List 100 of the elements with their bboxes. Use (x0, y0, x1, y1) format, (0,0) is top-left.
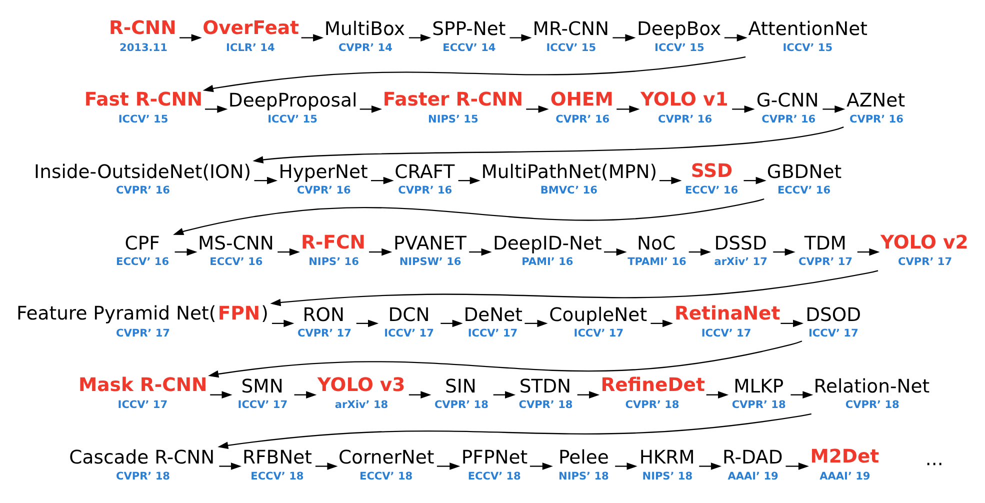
arrow (724, 34, 747, 41)
node-text: MS-CNN (197, 232, 274, 254)
node-label: ECCV’ 16 (684, 184, 738, 196)
node-text: Inside-OutsideNet(ION) (34, 162, 251, 183)
node-text: CoupleNet (548, 304, 647, 326)
node-text: GBDNet (766, 162, 842, 183)
node-label: CVPR’ 16 (116, 184, 170, 196)
node-text: DeNet (463, 304, 522, 326)
arrow (217, 412, 811, 449)
arrow (436, 462, 460, 470)
node-text: DCN (388, 304, 430, 326)
arrow (204, 104, 228, 112)
node-label: arXiv’ 18 (334, 398, 388, 410)
label: ··· (924, 454, 943, 476)
node-label: NIPS’ 18 (558, 470, 608, 482)
node-text: SPP-Net (432, 18, 506, 40)
arrow (300, 34, 324, 41)
node-text: R-CNN (108, 18, 176, 39)
node-label: NIPS’ 15 (428, 112, 478, 125)
node-text: RefineDet (600, 374, 704, 396)
node-text: SMN (240, 376, 283, 397)
arrow (252, 126, 844, 163)
node-label: ICCV’ 15 (546, 41, 596, 54)
node-label: NIPS’ 16 (308, 256, 358, 268)
arrow (658, 176, 682, 184)
arrow (359, 104, 382, 112)
node-text: Relation-Net (813, 376, 930, 397)
node-text: NoC (636, 232, 676, 254)
node-text: DeepID-Net (492, 232, 602, 254)
node-text: HKRM (638, 447, 694, 468)
node-label: CVPR’ 16 (296, 184, 350, 196)
node-text: SIN (444, 376, 476, 397)
node-label: CVPR’ 14 (338, 41, 392, 54)
node-text: CRAFT (394, 162, 454, 183)
arrow (254, 176, 278, 184)
node-label: ICCV’ 17 (467, 327, 518, 340)
node-text: CPF (124, 232, 160, 254)
node-text: M2Det (810, 446, 879, 467)
arrow (822, 104, 845, 112)
node-text: Feature Pyramid Net(FPN) (16, 303, 268, 324)
node-label: PAMI’ 16 (521, 256, 573, 268)
arrow (408, 390, 431, 398)
node-text: Fast R-CNN (84, 88, 202, 110)
arrow (370, 176, 394, 184)
node-label: CVPR’ 18 (624, 398, 679, 410)
node-text: CornerNet (338, 447, 434, 468)
node-label: CVPR’ 16 (398, 184, 452, 196)
node-text: G-CNN (756, 90, 818, 112)
arrow (772, 248, 795, 256)
arrow (780, 319, 804, 327)
node-text: AZNet (846, 90, 905, 112)
node-label: AAAI’ 19 (819, 470, 870, 482)
arrow (468, 248, 492, 256)
arrow (492, 390, 516, 398)
node-text: TDM (804, 232, 846, 254)
node-label: ICCV’ 17 (237, 398, 288, 410)
node-text: DSOD (805, 304, 861, 326)
node-label: ICCV’ 17 (700, 327, 751, 340)
arrow (524, 319, 548, 327)
arrow (856, 248, 880, 256)
node-text: YOLO v2 (880, 232, 968, 253)
node-label: CVPR’ 17 (296, 327, 351, 340)
node-text: OverFeat (202, 18, 299, 39)
node-label: CVPR’ 17 (116, 327, 170, 340)
arrow (208, 340, 802, 378)
node-text: MultiBox (324, 18, 404, 40)
node-text: DeepBox (636, 18, 721, 40)
node-label: CVPR’ 18 (518, 398, 572, 410)
node-text: YOLO v1 (640, 88, 728, 110)
node-text: YOLO v3 (316, 374, 405, 396)
node-text: MultiPathNet(MPN) (480, 162, 657, 183)
arrow (440, 319, 462, 327)
node-label: ICCV’ 15 (267, 112, 317, 125)
node-text: R-DAD (722, 447, 782, 468)
node-label: CVPR’ 18 (434, 398, 488, 410)
arrow (616, 104, 640, 112)
node-text: HyperNet (278, 162, 368, 183)
arrow (785, 462, 808, 470)
node-label: CVPR’ 16 (658, 112, 712, 125)
node-label: ECCV’ 14 (442, 41, 496, 54)
node-label: ECCV’ 18 (467, 470, 520, 482)
arrow (612, 34, 636, 41)
node-label: ICCV’ 17 (117, 398, 168, 410)
node-label: CVPR’ 18 (844, 398, 899, 410)
arrow (732, 104, 754, 112)
arrow (614, 462, 637, 470)
arrow (688, 248, 711, 256)
arrow (271, 319, 294, 327)
arrow (790, 390, 813, 398)
node-label: CVPR’ 16 (761, 112, 816, 125)
node-label: CVPR’ 16 (848, 112, 903, 125)
node-text: DeepProposal (228, 90, 357, 112)
node-text: SSD (690, 160, 732, 182)
node-label: ICCV’ 17 (573, 327, 624, 340)
node-label: ECCV’ 18 (250, 470, 304, 482)
arrow (529, 462, 552, 470)
node-label: AAAI’ 19 (727, 470, 778, 482)
node-label: ICCV’ 17 (808, 327, 858, 340)
arrow (706, 390, 728, 398)
node-label: ICCV’ 17 (384, 327, 434, 340)
